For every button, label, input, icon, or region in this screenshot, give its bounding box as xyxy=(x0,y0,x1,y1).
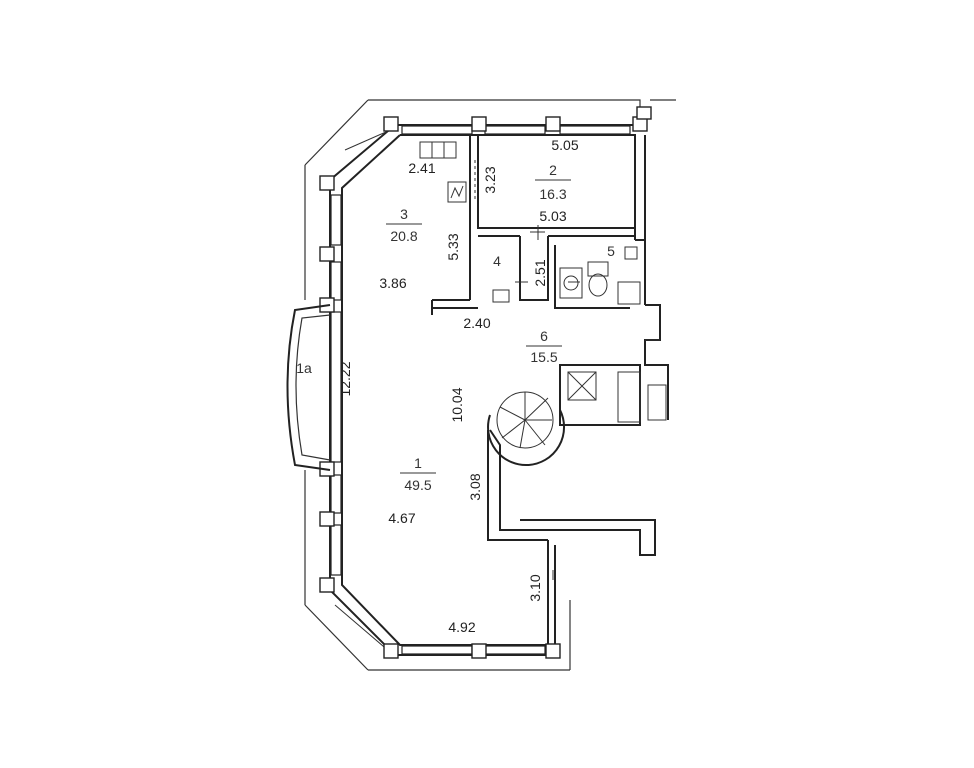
dim-label-1004: 10.04 xyxy=(449,387,465,422)
room-6-area: 15.5 xyxy=(530,349,557,365)
dim-label-533: 5.33 xyxy=(445,233,461,260)
room-labels: 1 49.5 1a 2 16.3 3 20.8 4 5 6 15.5 xyxy=(296,162,615,493)
dim-label-467: 4.67 xyxy=(388,510,415,526)
dim-label-308: 3.08 xyxy=(467,473,483,500)
room-1-area: 49.5 xyxy=(404,477,431,493)
windows xyxy=(330,125,631,655)
room-3-number: 3 xyxy=(400,206,408,222)
dim-label-505: 5.05 xyxy=(551,137,578,153)
room-2-number: 2 xyxy=(549,162,557,178)
spiral-staircase xyxy=(487,391,565,466)
room-4-number: 4 xyxy=(493,253,501,269)
dimension-labels: 2.41 5.05 3.23 5.03 5.33 2.51 3.86 2.40 … xyxy=(337,137,579,635)
dim-label-323: 3.23 xyxy=(482,166,498,193)
dim-label-1222: 12.22 xyxy=(337,361,353,396)
bathroom-fixtures xyxy=(419,141,667,423)
dim-label-492: 4.92 xyxy=(448,619,475,635)
room-1-number: 1 xyxy=(414,455,422,471)
outer-boundary xyxy=(304,99,676,671)
dim-label-310: 3.10 xyxy=(527,574,543,601)
room-5-number: 5 xyxy=(607,243,615,259)
dim-label-503: 5.03 xyxy=(539,208,566,224)
wall-piers xyxy=(319,106,652,659)
room-3-area: 20.8 xyxy=(390,228,417,244)
room-1a-number: 1a xyxy=(296,360,312,376)
bay-window-1a xyxy=(286,304,331,471)
dim-label-251: 2.51 xyxy=(532,259,548,286)
dim-label-240: 2.40 xyxy=(463,315,490,331)
room-2-area: 16.3 xyxy=(539,186,566,202)
dim-label-241: 2.41 xyxy=(408,160,435,176)
dim-label-386: 3.86 xyxy=(379,275,406,291)
dimension-ticks xyxy=(515,225,660,580)
room-6-number: 6 xyxy=(540,328,548,344)
